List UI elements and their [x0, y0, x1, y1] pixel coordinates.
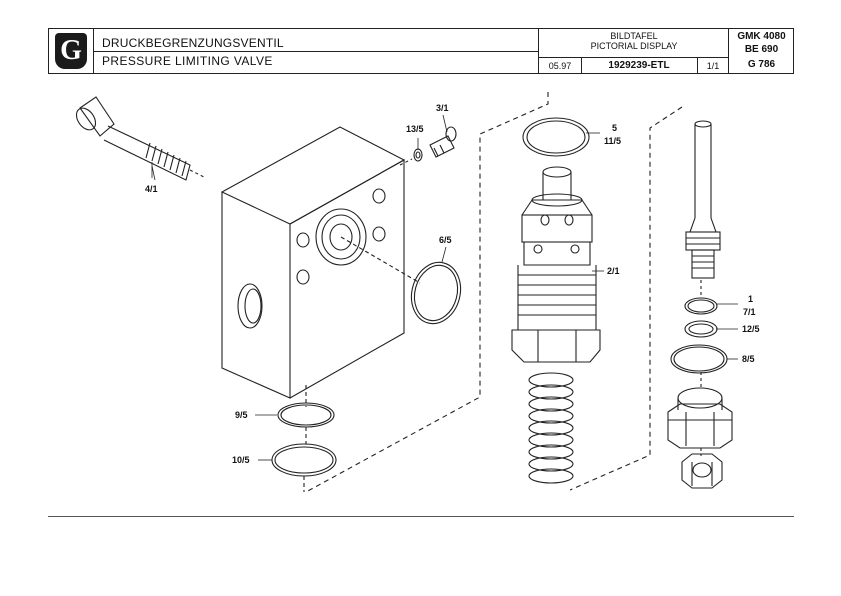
title-block: G DRUCKBEGRENZUNGSVENTIL PRESSURE LIMITI… — [48, 28, 794, 74]
callout-3-1: 3/1 — [436, 103, 449, 113]
logo-letter: G — [55, 33, 87, 69]
model-g: G 786 — [747, 59, 776, 70]
dashed-separator-left — [305, 92, 549, 493]
callout-13-5: 13/5 — [406, 124, 424, 134]
footer-rule — [48, 516, 794, 517]
title-divider — [94, 51, 538, 52]
callout-8-5: 8/5 — [742, 354, 755, 364]
valve-block — [220, 126, 421, 407]
callout-4-1: 4/1 — [145, 184, 158, 194]
adjusting-screw — [667, 387, 733, 449]
title-english: PRESSURE LIMITING VALVE — [102, 54, 273, 68]
o-ring-6-5 — [410, 261, 462, 325]
callout-12-5: 12/5 — [742, 324, 760, 334]
part-number: 1929239-ETL — [581, 58, 698, 74]
title-cell: DRUCKBEGRENZUNGSVENTIL PRESSURE LIMITING… — [94, 29, 538, 73]
ring-7-1 — [684, 297, 718, 315]
bolt-part — [75, 96, 207, 181]
sheet-number: 1/1 — [706, 61, 720, 71]
pin-part — [685, 120, 721, 279]
drawing-meta-row: 05.97 1929239-ETL 1/1 — [539, 57, 729, 74]
callout-11-5: 11/5 — [604, 136, 621, 146]
drawing-date: 05.97 — [539, 58, 582, 74]
model-be: BE 690 — [744, 44, 779, 55]
title-german: DRUCKBEGRENZUNGSVENTIL — [102, 36, 284, 50]
o-ring-10-5 — [271, 427, 337, 492]
leader-lines — [151, 114, 738, 461]
o-ring-8-5 — [670, 344, 728, 374]
callout-2-1: 2/1 — [607, 266, 620, 276]
ring-part-5 — [522, 117, 590, 157]
compression-spring — [528, 372, 574, 484]
bildtafel-label: BILDTAFEL — [610, 31, 658, 41]
model-gmk: GMK 4080 — [737, 31, 786, 42]
company-logo: G — [49, 29, 94, 73]
dashed-separator-right — [569, 106, 683, 491]
pictorial-display-label: PICTORIAL DISPLAY — [590, 41, 678, 51]
valve-cartridge — [511, 166, 601, 363]
small-screw-part — [399, 126, 457, 166]
callout-7-1: 7/1 — [743, 307, 756, 317]
callout-1: 1 — [748, 294, 753, 304]
callout-5: 5 — [612, 123, 617, 133]
drawing-type: BILDTAFEL PICTORIAL DISPLAY — [539, 31, 729, 51]
model-cell: GMK 4080 BE 690 G 786 — [728, 29, 794, 73]
hex-nut — [681, 453, 723, 489]
callout-6-5: 6/5 — [439, 235, 452, 245]
drawing-info-cell: BILDTAFEL PICTORIAL DISPLAY 05.97 192923… — [538, 29, 729, 74]
callout-9-5: 9/5 — [235, 410, 248, 420]
callout-10-5: 10/5 — [232, 455, 250, 465]
ring-12-5 — [684, 320, 718, 338]
